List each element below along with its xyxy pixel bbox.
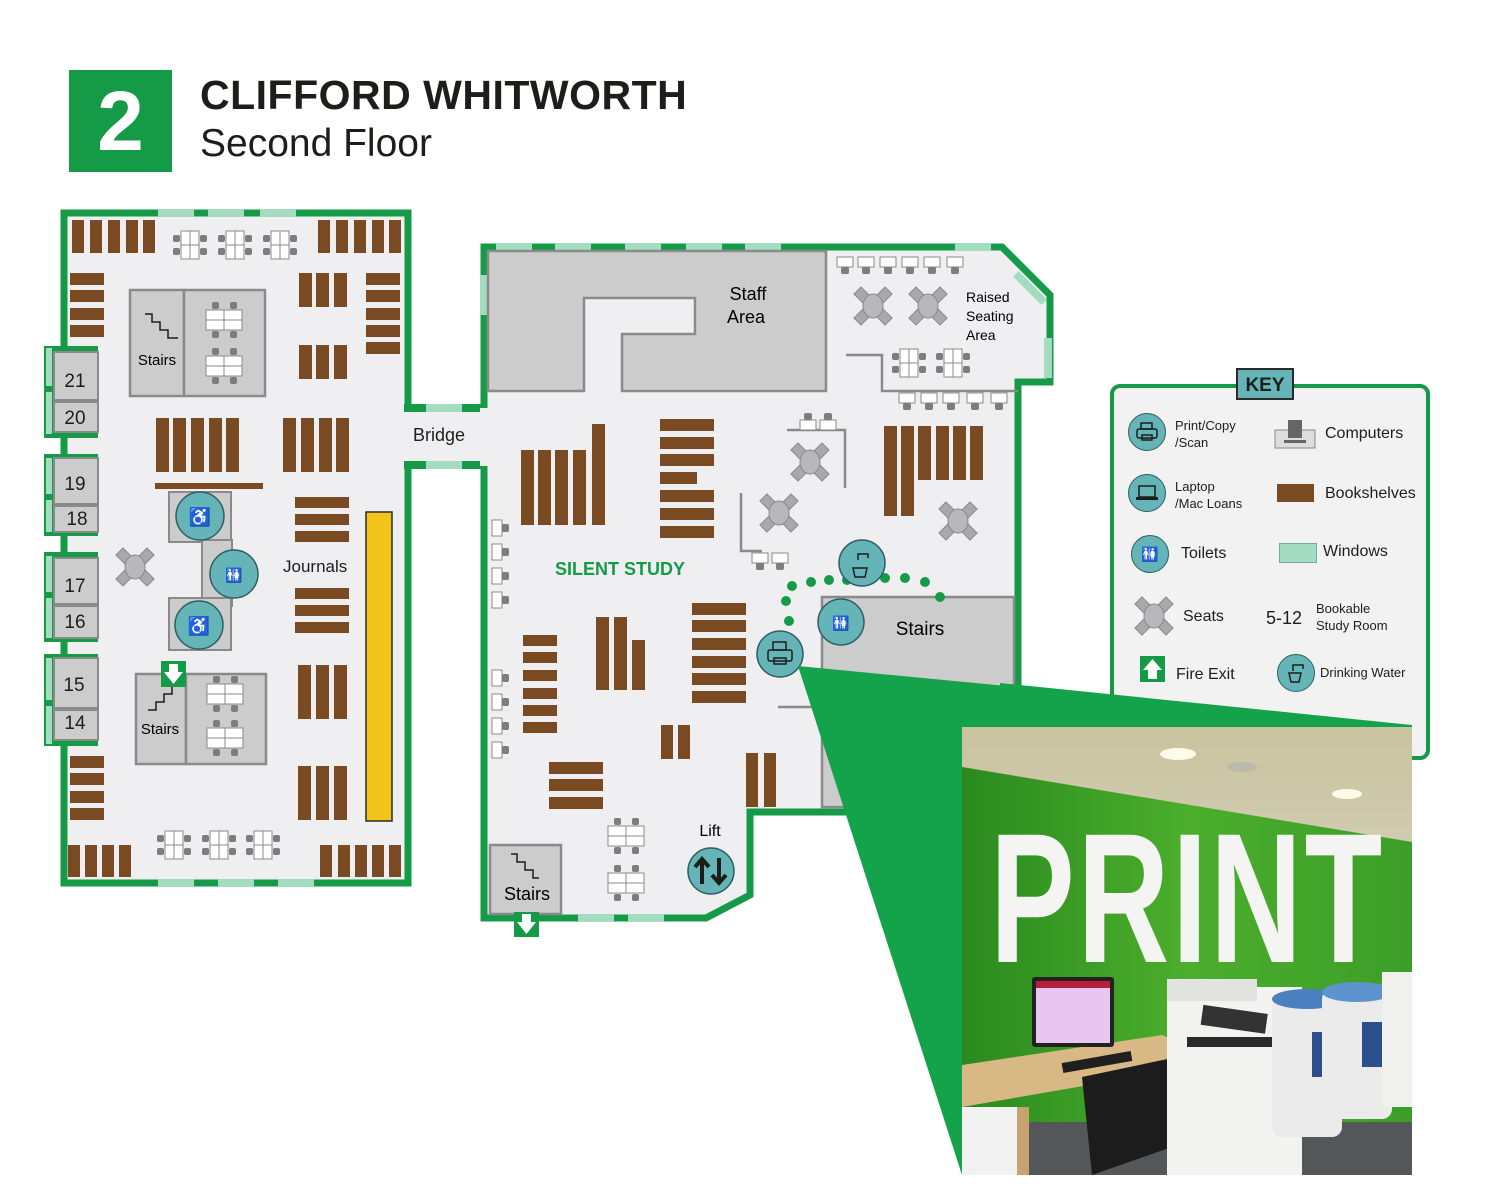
study-room-17[interactable] [53,557,99,605]
study-room-16[interactable] [53,605,99,639]
study-room-15[interactable] [53,657,99,709]
stairs-label: Stairs [138,352,176,369]
bookshelf-swatch [1277,484,1314,502]
lift-label: Lift [699,823,721,840]
key-label: Toilets [1181,545,1227,562]
svg-text:♿: ♿ [188,615,210,636]
stairs-upper-left[interactable]: Stairs [128,288,267,398]
svg-text:🚻: 🚻 [832,615,849,632]
lift-icon[interactable] [687,847,735,895]
stairs-label: Stairs [141,721,179,738]
key-label: Print/Copy [1175,418,1236,433]
window [260,209,296,217]
stairs-label: Stairs [896,619,945,640]
window [158,879,194,887]
key-label: /Mac Loans [1175,496,1243,511]
fire-exit-icon [514,912,539,937]
key-label: Bookable [1316,601,1371,616]
raised-area-label: Area [966,327,996,343]
print-wall-sign: PRINT [990,796,1385,1002]
window [158,209,194,217]
left-wing: 21 20 19 18 17 16 15 14 [44,209,412,887]
svg-text:🚻: 🚻 [225,567,242,584]
printer-icon[interactable] [756,630,804,678]
key-label: Bookshelves [1325,485,1416,502]
building-title: CLIFFORD WHITWORTH [200,72,688,118]
toilets-left: ♿ 🚻 ♿ [168,491,259,651]
window [218,879,254,887]
key-label: Seats [1183,608,1224,625]
study-room-label: 21 [64,371,85,392]
bridge: Bridge [404,404,484,469]
key-label: Windows [1323,543,1388,560]
staff-area-label: Staff [730,284,768,304]
study-room-label: 15 [63,675,84,696]
key-label: Study Room [1316,618,1388,633]
silent-study-label: SILENT STUDY [555,559,685,579]
stairs-icon [148,685,178,711]
computer-icon [1274,418,1318,455]
seats-icon [1133,595,1175,642]
staff-area-label: Area [727,307,766,327]
study-room-label: 16 [64,612,85,633]
bookshelves [68,220,401,877]
toilets-icon[interactable]: 🚻 [817,598,865,646]
study-room-21[interactable] [53,351,99,401]
accessible-toilet-icon: ♿ [175,491,225,541]
print-area-photo: PRINT [962,727,1412,1175]
window [278,879,314,887]
stairs-icon [145,313,178,339]
key-label: Laptop [1175,479,1215,494]
bookshelves [521,419,983,809]
study-room-label: 14 [64,713,86,734]
window [208,209,244,217]
study-rooms: 21 20 19 18 17 16 15 14 [44,346,99,746]
stairs-icon [511,853,539,879]
study-room-20[interactable] [53,401,99,433]
study-room-label: 18 [66,509,87,530]
journals-shelf [365,511,393,822]
raised-area-label: Seating [966,308,1013,324]
study-room-18[interactable] [53,505,99,533]
study-room-label: 19 [64,474,85,495]
stairs-bottom[interactable]: Stairs [488,843,563,916]
drinking-water-icon [1277,654,1315,692]
study-room-19[interactable] [53,457,99,505]
floor-number-badge: 2 [69,70,172,172]
stairs-lower-left[interactable]: Stairs [134,672,268,766]
laptop-icon [1128,474,1166,512]
window-swatch [1279,543,1317,563]
raised-area-label: Raised [966,289,1010,305]
floor-subtitle: Second Floor [200,122,432,165]
study-room-number: 5-12 [1266,608,1303,628]
key-label: Computers [1325,425,1404,442]
raised-seating-area: Raised Seating Area [836,256,1018,411]
drinking-water-icon[interactable] [838,539,886,587]
toilets-icon: 🚻 [209,549,259,599]
key-label: Fire Exit [1176,666,1235,683]
key-label: /Scan [1175,435,1209,450]
fire-exit-icon [1140,656,1165,682]
key-title: KEY [1236,368,1294,400]
bridge-label: Bridge [413,425,465,445]
key-label: Drinking Water [1320,665,1406,680]
photo-illustration: PRINT [962,727,1412,1175]
fire-exit-icon [161,661,186,687]
stairs-label: Stairs [504,884,550,904]
accessible-toilet-icon: ♿ [174,600,224,650]
printer-icon [1128,413,1166,451]
toilets-icon: 🚻 [1131,535,1169,573]
study-room-label: 17 [64,576,85,597]
study-room-label: 20 [64,408,85,429]
journals-label: Journals [283,557,347,576]
study-room-14[interactable] [53,709,99,741]
svg-text:♿: ♿ [189,506,211,527]
